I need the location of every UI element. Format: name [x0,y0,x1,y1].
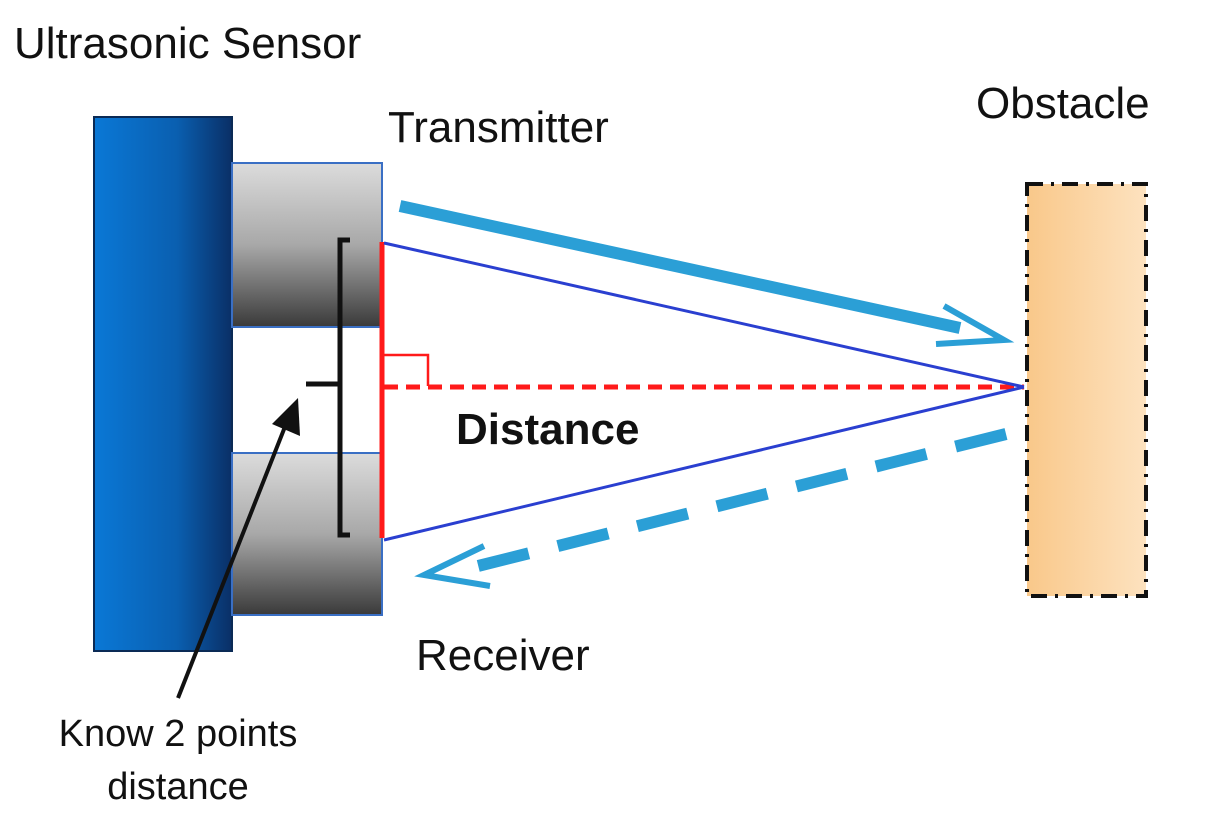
geometry-line-bottom [383,385,1025,542]
sensor-label: Ultrasonic Sensor [14,19,361,68]
geometry-line-top [383,241,1025,389]
echo-beam-arrow [414,428,1008,589]
distance-label: Distance [456,405,639,454]
note-line-1: Know 2 points [59,713,298,755]
transmit-beam-arrow [398,200,1015,347]
note-pointer-arrow [176,398,300,699]
transmitter-label: Transmitter [388,103,609,152]
transmitter-transducer [231,162,383,328]
obstacle-label: Obstacle [976,79,1150,128]
note-line-2: distance [107,766,249,808]
receiver-transducer [231,452,383,616]
receiver-label: Receiver [416,631,590,680]
known-distance-bracket [306,237,350,538]
obstacle-block [1025,182,1148,598]
sensor-body [93,116,233,652]
right-angle-marker [384,353,430,386]
